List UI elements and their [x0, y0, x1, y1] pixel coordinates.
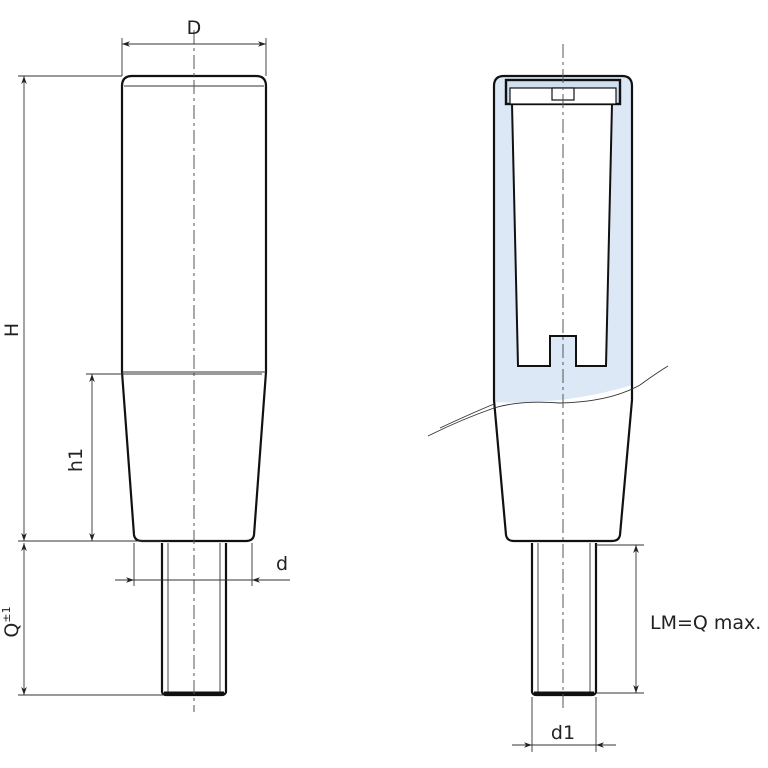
side-view: D H h1 Q±1 d: [0, 17, 290, 712]
cavity: [510, 103, 614, 367]
label-D: D: [187, 17, 202, 39]
knob-body: [120, 74, 268, 543]
stud: [160, 543, 228, 697]
label-d: d: [276, 553, 288, 575]
section-view: LM=Q max. d1: [427, 44, 761, 752]
label-Q: Q±1: [0, 606, 23, 637]
outer-body: [492, 74, 634, 543]
label-LM: LM=Q max.: [650, 612, 761, 634]
label-H: H: [1, 323, 23, 337]
stud: [530, 543, 598, 697]
break-line: [427, 365, 669, 437]
label-d1: d1: [551, 722, 575, 744]
label-h1: h1: [65, 448, 87, 472]
